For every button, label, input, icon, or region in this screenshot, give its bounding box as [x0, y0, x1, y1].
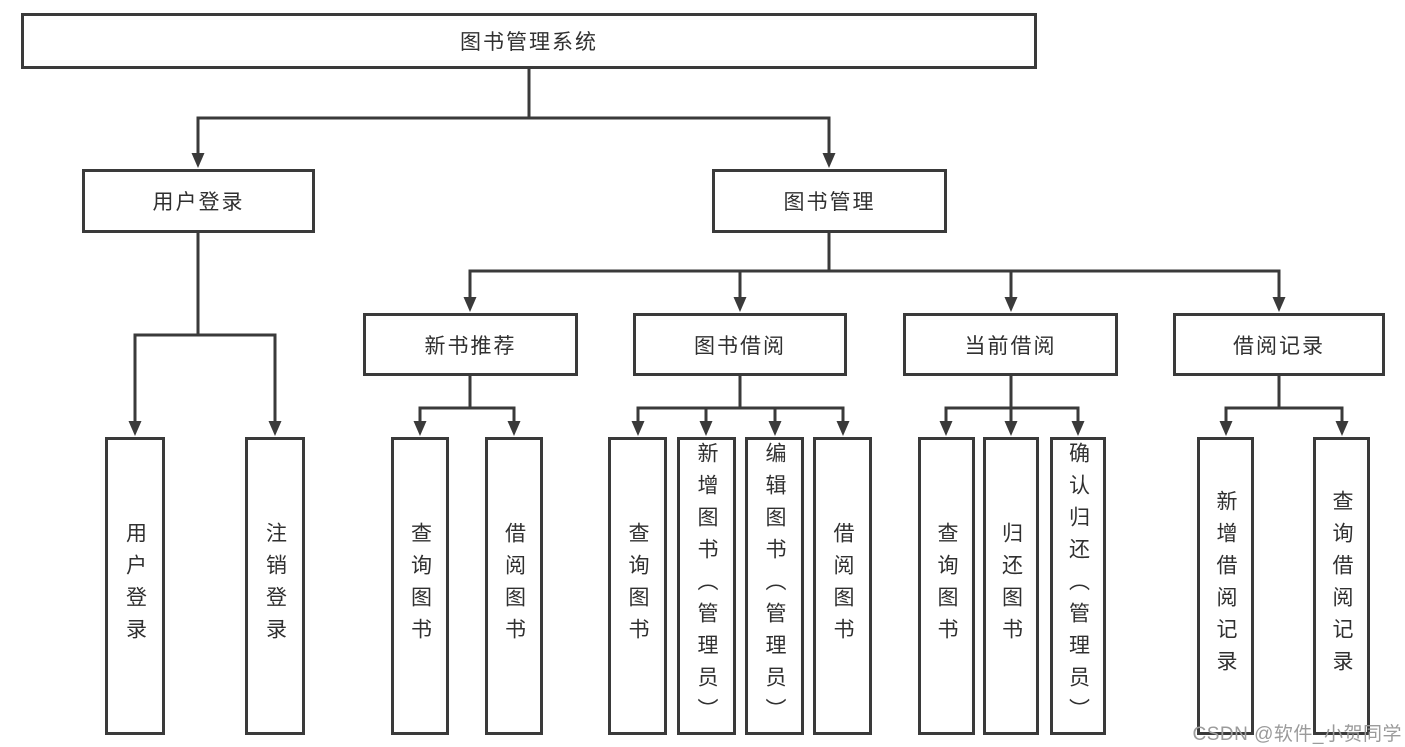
connector-book-management [463, 231, 1286, 312]
node-label: 查询图书 [935, 522, 958, 650]
arrowhead [128, 421, 142, 436]
connector-root [191, 67, 836, 168]
arrowhead [822, 153, 836, 168]
node-leaf-borrow-books-recommend: 借阅图书 [485, 437, 543, 735]
node-leaf-query-books-current: 查询图书 [918, 437, 975, 735]
arrowhead [836, 421, 850, 436]
connector-borrowing-records [1219, 374, 1349, 436]
connector-user-login [128, 231, 282, 436]
node-label: 图书借阅 [694, 334, 786, 358]
node-label: 新书推荐 [424, 334, 517, 358]
node-leaf-user-login: 用户登录 [105, 437, 165, 735]
node-user-login: 用户登录 [82, 169, 315, 233]
arrowhead [733, 297, 747, 312]
node-leaf-logout: 注销登录 [245, 437, 305, 735]
csdn-watermark: CSDN @软件_小贺同学 [1192, 724, 1402, 745]
node-label: 编辑图书（管理员） [763, 442, 786, 730]
arrowhead [1335, 421, 1349, 436]
arrowhead [191, 153, 205, 168]
node-label: 查询图书 [626, 522, 649, 650]
connector-current-borrowing [939, 374, 1085, 436]
arrowhead [268, 421, 282, 436]
node-leaf-add-books-admin: 新增图书（管理员） [677, 437, 736, 735]
arrowhead [413, 421, 427, 436]
node-label: 新增借阅记录 [1214, 490, 1237, 682]
arrowhead [1272, 297, 1286, 312]
arrowhead [1004, 421, 1018, 436]
arrowhead [699, 421, 713, 436]
node-root-system: 图书管理系统 [21, 13, 1037, 69]
arrowhead [507, 421, 521, 436]
connector-new-book-recommend [413, 374, 521, 436]
node-label: 用户登录 [123, 522, 147, 650]
node-new-book-recommend: 新书推荐 [363, 313, 578, 376]
node-leaf-return-books: 归还图书 [983, 437, 1039, 735]
node-label: 图书管理 [783, 191, 876, 214]
arrowhead [768, 421, 782, 436]
node-borrowing-records: 借阅记录 [1173, 313, 1385, 376]
node-leaf-borrow-books: 借阅图书 [813, 437, 872, 735]
node-label: 注销登录 [263, 522, 287, 650]
arrowhead [631, 421, 645, 436]
node-leaf-edit-books-admin: 编辑图书（管理员） [745, 437, 804, 735]
node-book-borrowing: 图书借阅 [633, 313, 847, 376]
node-label: 当前借阅 [964, 334, 1057, 358]
node-leaf-query-books-recommend: 查询图书 [391, 437, 449, 735]
node-leaf-query-borrow-record: 查询借阅记录 [1313, 437, 1370, 735]
node-leaf-add-borrow-record: 新增借阅记录 [1197, 437, 1254, 735]
node-leaf-query-books-borrowing: 查询图书 [608, 437, 667, 735]
node-label: 借阅记录 [1233, 334, 1325, 358]
arrowhead [1004, 297, 1018, 312]
arrowhead [463, 297, 477, 312]
node-label: 归还图书 [999, 522, 1023, 650]
arrowhead [939, 421, 953, 436]
node-label: 图书管理系统 [460, 31, 598, 54]
node-current-borrowing: 当前借阅 [903, 313, 1118, 376]
node-label: 新增图书（管理员） [695, 442, 718, 730]
node-label: 确认归还（管理员） [1066, 442, 1090, 730]
node-label: 查询图书 [408, 522, 432, 650]
arrowhead [1071, 421, 1085, 436]
node-label: 借阅图书 [831, 522, 854, 650]
node-label: 用户登录 [152, 191, 245, 214]
node-leaf-confirm-return-admin: 确认归还（管理员） [1050, 437, 1106, 735]
connector-book-borrowing [631, 374, 850, 436]
node-label: 借阅图书 [502, 522, 526, 650]
arrowhead [1219, 421, 1233, 436]
node-label: 查询借阅记录 [1330, 490, 1353, 682]
node-book-management: 图书管理 [712, 169, 947, 233]
